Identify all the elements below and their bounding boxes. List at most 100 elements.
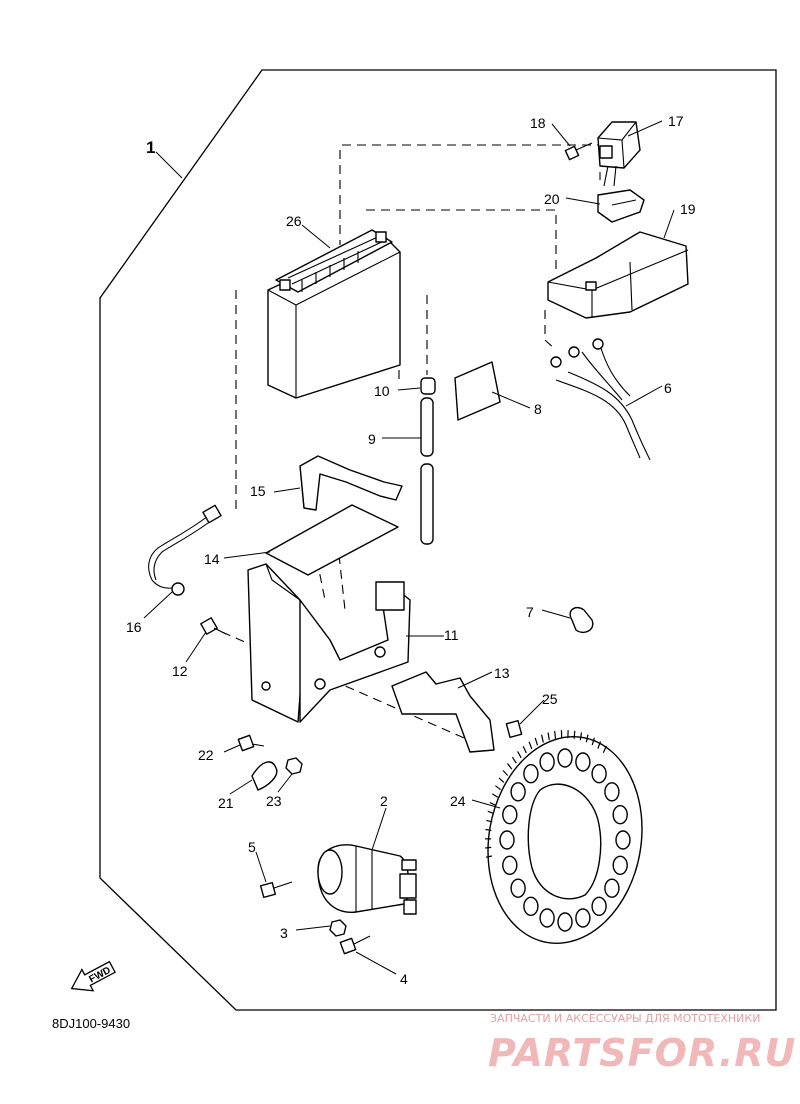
ring-tooth [573,730,576,739]
bolt [200,617,227,635]
ring-tooth [585,734,589,743]
disc-hole [557,912,573,932]
relay-cover [547,231,689,319]
callout-22: 22 [198,747,214,763]
disc-hole [612,855,628,875]
callout-12: 12 [172,663,188,679]
disc-hole [591,896,607,916]
callout-25: 25 [542,691,558,707]
disc-hole [502,805,518,825]
fwd-label: FWD [87,965,112,985]
callout-4: 4 [400,971,408,987]
disc-hole [591,764,607,784]
disc-hole [510,878,526,898]
bolt [505,719,523,739]
callout-15: 15 [250,483,266,499]
callout-24: 24 [450,793,466,809]
disc-hole [604,782,620,802]
callout-3: 3 [280,925,288,941]
disc-hole [523,764,539,784]
ring-tooth [489,801,496,806]
ring-tooth [502,770,509,776]
ring-tooth [517,751,522,759]
bolt [339,935,371,955]
callout-6: 6 [664,380,672,396]
callout-14: 14 [204,551,220,567]
ring-tooth [534,737,539,746]
leader-lines [143,120,675,975]
screw [564,142,593,161]
ring-tooth [485,846,492,849]
starter-ring-disc [484,730,643,944]
callout-13: 13 [494,665,510,681]
disc-hole [575,908,591,928]
disc-hole [523,896,539,916]
nut [329,919,347,937]
disc-hole [575,752,591,772]
breather-hose [420,377,436,545]
callout-26: 26 [286,213,302,229]
ring-tooth [591,737,595,746]
pad [265,504,399,576]
pad [454,361,501,421]
disc-hole [612,805,628,825]
ring-tooth [485,855,493,858]
disc-hole [539,908,555,928]
callout-23: 23 [266,793,282,809]
ring-tooth [485,828,492,831]
callout-5: 5 [248,839,256,855]
watermark-tagline: ЗАПЧАСТИ И АКСЕССУАРЫ ДЛЯ МОТОТЕХНИКИ [490,1012,760,1025]
ring-tooth [498,777,505,783]
disc-hole [502,855,518,875]
watermark-logo: PARTSFOR.RU [488,1031,796,1075]
starter-relay [597,121,641,187]
battery-bracket [247,563,411,723]
disc-hole [615,830,631,850]
wire-harness [550,338,651,461]
callout-18: 18 [530,115,546,131]
clamp [569,606,594,634]
ring-tooth [495,785,501,791]
bolt [259,881,293,899]
disc-hole [604,878,620,898]
ring-tooth [487,810,494,814]
disc-hole [499,830,515,850]
disc-hole [510,782,526,802]
ring-tooth [547,732,550,741]
ground-lead [148,504,222,596]
relay-bracket [597,189,645,223]
bolt [237,734,265,752]
ring-tooth [486,819,493,823]
group-label: 1 [146,138,155,157]
nut [285,757,303,775]
ring-tooth [554,730,557,739]
callout-8: 8 [534,401,542,417]
ring-tooth [522,745,527,754]
callout-11: 11 [444,627,459,643]
plate [391,671,495,753]
battery [267,229,401,399]
callout-9: 9 [368,431,376,447]
diagram-code: 8DJ100-9430 [52,1016,130,1031]
fwd-arrow-icon: FWD [70,960,116,992]
ring-tooth [511,756,517,764]
disc-hole [557,748,573,768]
ring-tooth [597,741,602,749]
callout-2: 2 [380,793,388,809]
ring-tooth [579,732,583,741]
battery-band [299,455,403,511]
ring-tooth [491,793,499,798]
ring-tooth [602,745,607,753]
callout-21: 21 [218,795,234,811]
kit-outline [99,69,777,1011]
clip [251,761,278,791]
ring-tooth [507,763,513,770]
callout-16: 16 [126,619,142,635]
callout-20: 20 [544,191,560,207]
callout-10: 10 [374,383,390,399]
callout-19: 19 [680,201,696,217]
ring-tooth [541,734,544,743]
callout-17: 17 [668,113,684,129]
